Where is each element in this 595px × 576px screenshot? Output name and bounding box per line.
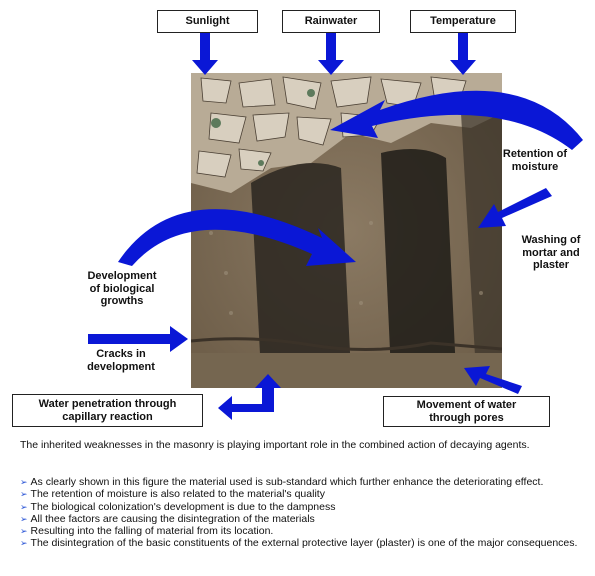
cracks-label: Cracks in development xyxy=(87,348,155,373)
retention-label: Retention of moisture xyxy=(502,148,568,173)
list-item: ➢All thee factors are causing the disint… xyxy=(20,512,315,525)
rainwater-arrow-icon xyxy=(318,33,344,75)
movement-arrow-icon xyxy=(464,366,522,394)
list-item: ➢Resulting into the falling of material … xyxy=(20,525,274,538)
washing-arrow-icon xyxy=(478,188,552,228)
temperature-arrow-icon xyxy=(450,33,476,75)
movement-label: Movement of water through pores xyxy=(383,396,550,427)
arrowhead-bullet-icon: ➢ xyxy=(20,538,28,549)
development-label: Development of biological growths xyxy=(87,270,157,308)
arrowhead-bullet-icon: ➢ xyxy=(20,526,28,537)
sunlight-label: Sunlight xyxy=(157,10,258,33)
water-penetration-arrow-icon xyxy=(218,374,281,420)
arrowhead-bullet-icon: ➢ xyxy=(20,513,28,524)
retention-arrow-icon xyxy=(330,90,583,150)
development-arrow-icon xyxy=(118,209,356,266)
intro-paragraph: The inherited weaknesses in the masonry … xyxy=(20,439,530,451)
list-item: ➢The retention of moisture is also relat… xyxy=(20,488,325,501)
sunlight-arrow-icon xyxy=(192,33,218,75)
list-item: ➢As clearly shown in this figure the mat… xyxy=(20,476,544,488)
temperature-label: Temperature xyxy=(410,10,516,33)
list-item: ➢The biological colonization's developme… xyxy=(20,500,336,513)
water-penetration-label: Water penetration through capillary reac… xyxy=(12,394,203,427)
bullet-list: ➢As clearly shown in this figure the mat… xyxy=(20,476,580,550)
rainwater-label: Rainwater xyxy=(282,10,380,33)
list-item: ➢The disintegration of the basic constit… xyxy=(20,537,578,550)
cracks-arrow-icon xyxy=(88,326,188,352)
washing-label: Washing of mortar and plaster xyxy=(521,234,581,272)
arrowhead-bullet-icon: ➢ xyxy=(20,501,28,512)
arrowhead-bullet-icon: ➢ xyxy=(20,489,28,500)
arrowhead-bullet-icon: ➢ xyxy=(20,477,28,487)
